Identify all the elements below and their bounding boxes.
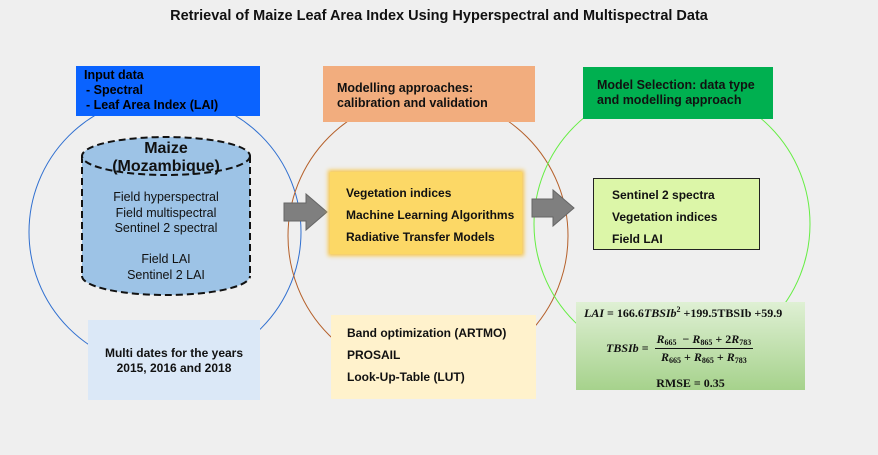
dates-line2: 2015, 2016 and 2018 <box>116 361 232 375</box>
equation-box <box>576 302 805 390</box>
rtm-method-item: Band optimization (ARTMO) <box>347 326 507 340</box>
dates-line1: Multi dates for the years <box>104 346 244 360</box>
tbsi-term: TBSIb <box>643 306 677 320</box>
tbsi-denominator: R665 + R865 + R783 <box>661 350 747 365</box>
lai-coefficient: = 166.6 <box>604 306 644 320</box>
methods-box: Vegetation indices Machine Learning Algo… <box>330 172 522 254</box>
arrow-right-2 <box>531 188 575 228</box>
tbsi-equation: TBSIb = R665 − R865 + 2R783 R665 + R865 … <box>606 332 754 365</box>
input-item-lai: - Leaf Area Index (LAI) <box>86 98 219 112</box>
modelling-approaches-box: Modelling approaches: calibration and va… <box>323 66 535 122</box>
input-data-box: Input data - Spectral - Leaf Area Index … <box>76 66 260 116</box>
maize-title-line2: (Mozambique) <box>112 158 220 175</box>
selected-item: Field LAI <box>612 232 663 246</box>
rmse-value: RMSE = 0.35 <box>656 376 725 390</box>
selected-model-box: Sentinel 2 spectra Vegetation indices Fi… <box>593 178 760 250</box>
tbsi-symbol: TBSIb <box>606 341 639 355</box>
arrow-right-1 <box>283 192 328 232</box>
modelling-line2: calibration and validation <box>337 96 488 110</box>
modelling-line1: Modelling approaches: <box>337 81 474 95</box>
tbsi-numerator: R665 − R865 + 2R783 <box>654 332 754 349</box>
maize-item: Field LAI <box>141 252 191 266</box>
method-item: Machine Learning Algorithms <box>346 208 515 222</box>
selection-line1: Model Selection: data type <box>597 78 755 92</box>
lai-symbol: LAI <box>584 306 605 320</box>
maize-title: Maize (Mozambique) <box>82 140 250 176</box>
method-item: Vegetation indices <box>346 186 452 200</box>
rtm-method-item: Look-Up-Table (LUT) <box>347 370 465 384</box>
selection-line2: and modelling approach <box>597 93 742 107</box>
selected-item: Vegetation indices <box>612 210 718 224</box>
dates-box: Multi dates for the years 2015, 2016 and… <box>88 320 260 400</box>
model-selection-box: Model Selection: data type and modelling… <box>583 67 773 119</box>
rtm-method-item: PROSAIL <box>347 348 401 362</box>
method-item: Radiative Transfer Models <box>346 230 495 244</box>
maize-cylinder <box>81 136 251 296</box>
input-item-spectral: - Spectral <box>86 83 143 97</box>
maize-spacer <box>82 237 250 253</box>
selected-item: Sentinel 2 spectra <box>612 188 715 202</box>
maize-item: Field multispectral <box>115 205 217 220</box>
maize-item: Field hyperspectral <box>113 190 219 204</box>
input-heading: Input data <box>84 68 144 82</box>
maize-item: Sentinel 2 LAI <box>127 267 205 282</box>
maize-title-line1: Maize <box>144 140 188 157</box>
lai-equation-rest: +199.5TBSIb +59.9 <box>680 306 783 320</box>
maize-data-list: Field hyperspectral Field multispectral … <box>82 190 250 283</box>
tbsi-fraction: R665 − R865 + 2R783 R665 + R865 + R783 <box>654 332 754 365</box>
lai-equation: LAI = 166.6TBSIb2 +199.5TBSIb +59.9 <box>584 305 783 320</box>
rtm-methods-box: Band optimization (ARTMO) PROSAIL Look-U… <box>331 315 536 399</box>
diagram-title: Retrieval of Maize Leaf Area Index Using… <box>170 8 708 24</box>
maize-item: Sentinel 2 spectral <box>114 221 218 235</box>
